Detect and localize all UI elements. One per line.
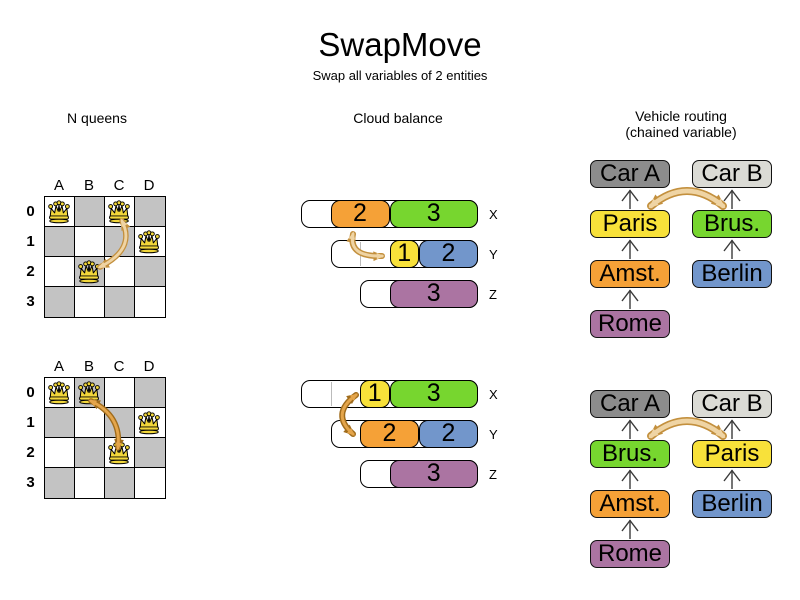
queen-crown-svg	[48, 200, 70, 224]
board-cell	[75, 438, 105, 468]
vehicle-node: Car A	[590, 160, 670, 188]
vehicle-node: Amst.	[590, 490, 670, 518]
cloud-process-block: 2	[360, 420, 419, 448]
vehicle-node: Paris	[692, 440, 772, 468]
queen-icon	[106, 199, 132, 224]
cloud-row-label: Z	[489, 467, 497, 482]
board-cell	[105, 408, 135, 438]
board-cell	[45, 438, 75, 468]
vehicle-node: Rome	[590, 310, 670, 338]
board-cell	[105, 257, 135, 287]
vehicle-node: Brus.	[590, 440, 670, 468]
board-col-label: B	[83, 177, 94, 194]
board-col-label: A	[53, 177, 64, 194]
queen-icon	[136, 229, 162, 254]
board-cell	[75, 468, 105, 498]
queen-icon	[106, 440, 132, 465]
queen-icon	[76, 259, 102, 284]
vehicle-header: Vehicle routing (chained variable)	[601, 108, 761, 140]
board-cell	[45, 468, 75, 498]
vehicle-node: Rome	[590, 540, 670, 568]
nqueens-header: N queens	[67, 110, 127, 126]
queen-crown-svg	[108, 441, 130, 465]
cloud-row-label: X	[489, 387, 498, 402]
cloud-process-block: 3	[389, 280, 478, 308]
board-col-label: D	[143, 358, 155, 375]
cloud-process-block: 2	[419, 240, 478, 268]
board-cell	[105, 287, 135, 317]
board-cell	[75, 408, 105, 438]
vehicle-node: Brus.	[692, 210, 772, 238]
diagram-title: SwapMove	[318, 26, 482, 63]
board-row-label: 3	[26, 293, 35, 310]
board-row-label: 2	[26, 444, 35, 461]
cloud-process-block: 3	[389, 460, 478, 488]
vehicle-node: Car B	[692, 160, 772, 188]
capacity-divider	[330, 382, 332, 406]
board-cell	[45, 287, 75, 317]
cloud-process-block: 3	[389, 200, 478, 228]
queen-crown-svg	[78, 381, 100, 405]
board-row-label: 0	[26, 384, 35, 401]
board-cell	[45, 227, 75, 257]
board-col-label: A	[53, 358, 64, 375]
board-cell	[105, 227, 135, 257]
vehicle-node: Amst.	[590, 260, 670, 288]
board-row-label: 2	[26, 263, 35, 280]
vehicle-node: Car A	[590, 390, 670, 418]
diagram-subtitle: Swap all variables of 2 entities	[312, 68, 488, 83]
queen-crown-svg	[48, 381, 70, 405]
board-cell	[135, 287, 165, 317]
queen-icon	[76, 380, 102, 405]
vehicle-node: Car B	[692, 390, 772, 418]
board-col-label: C	[113, 358, 125, 375]
vehicle-node: Berlin	[692, 490, 772, 518]
vehicle-node: Berlin	[692, 260, 772, 288]
board-cell	[135, 378, 165, 408]
cloud-row-label: Z	[489, 287, 497, 302]
queen-icon	[136, 410, 162, 435]
vehicle-header-line2: (chained variable)	[625, 124, 737, 140]
board-cell	[45, 257, 75, 287]
cloud-process-block: 1	[389, 240, 419, 268]
board-col-label: D	[143, 177, 155, 194]
board-cell	[105, 378, 135, 408]
cloud-row-label: Y	[489, 427, 498, 442]
cloud-process-block: 2	[419, 420, 478, 448]
cloud-process-block: 1	[360, 380, 390, 408]
board-cell	[135, 468, 165, 498]
board-cell	[135, 438, 165, 468]
board-cell	[45, 408, 75, 438]
queen-crown-svg	[108, 200, 130, 224]
vehicle-header-line1: Vehicle routing	[635, 108, 727, 124]
cloud-row-label: Y	[489, 247, 498, 262]
board-row-label: 1	[26, 414, 35, 431]
queen-icon	[46, 380, 72, 405]
cloud-row-label: X	[489, 207, 498, 222]
board-cell	[75, 287, 105, 317]
board-col-label: C	[113, 177, 125, 194]
board-cell	[135, 257, 165, 287]
board-cell	[75, 197, 105, 227]
queen-crown-svg	[138, 411, 160, 435]
cloud-process-block: 2	[330, 200, 390, 228]
cloud-header: Cloud balance	[353, 110, 443, 126]
board-row-label: 3	[26, 474, 35, 491]
board-cell	[75, 227, 105, 257]
board-cell	[135, 197, 165, 227]
queen-icon	[46, 199, 72, 224]
cloud-process-block: 3	[389, 380, 478, 408]
board-cell	[105, 468, 135, 498]
queen-crown-svg	[78, 260, 100, 284]
capacity-divider	[360, 242, 361, 266]
queen-crown-svg	[138, 230, 160, 254]
vehicle-node: Paris	[590, 210, 670, 238]
board-row-label: 0	[26, 203, 35, 220]
board-col-label: B	[83, 358, 94, 375]
board-row-label: 1	[26, 233, 35, 250]
